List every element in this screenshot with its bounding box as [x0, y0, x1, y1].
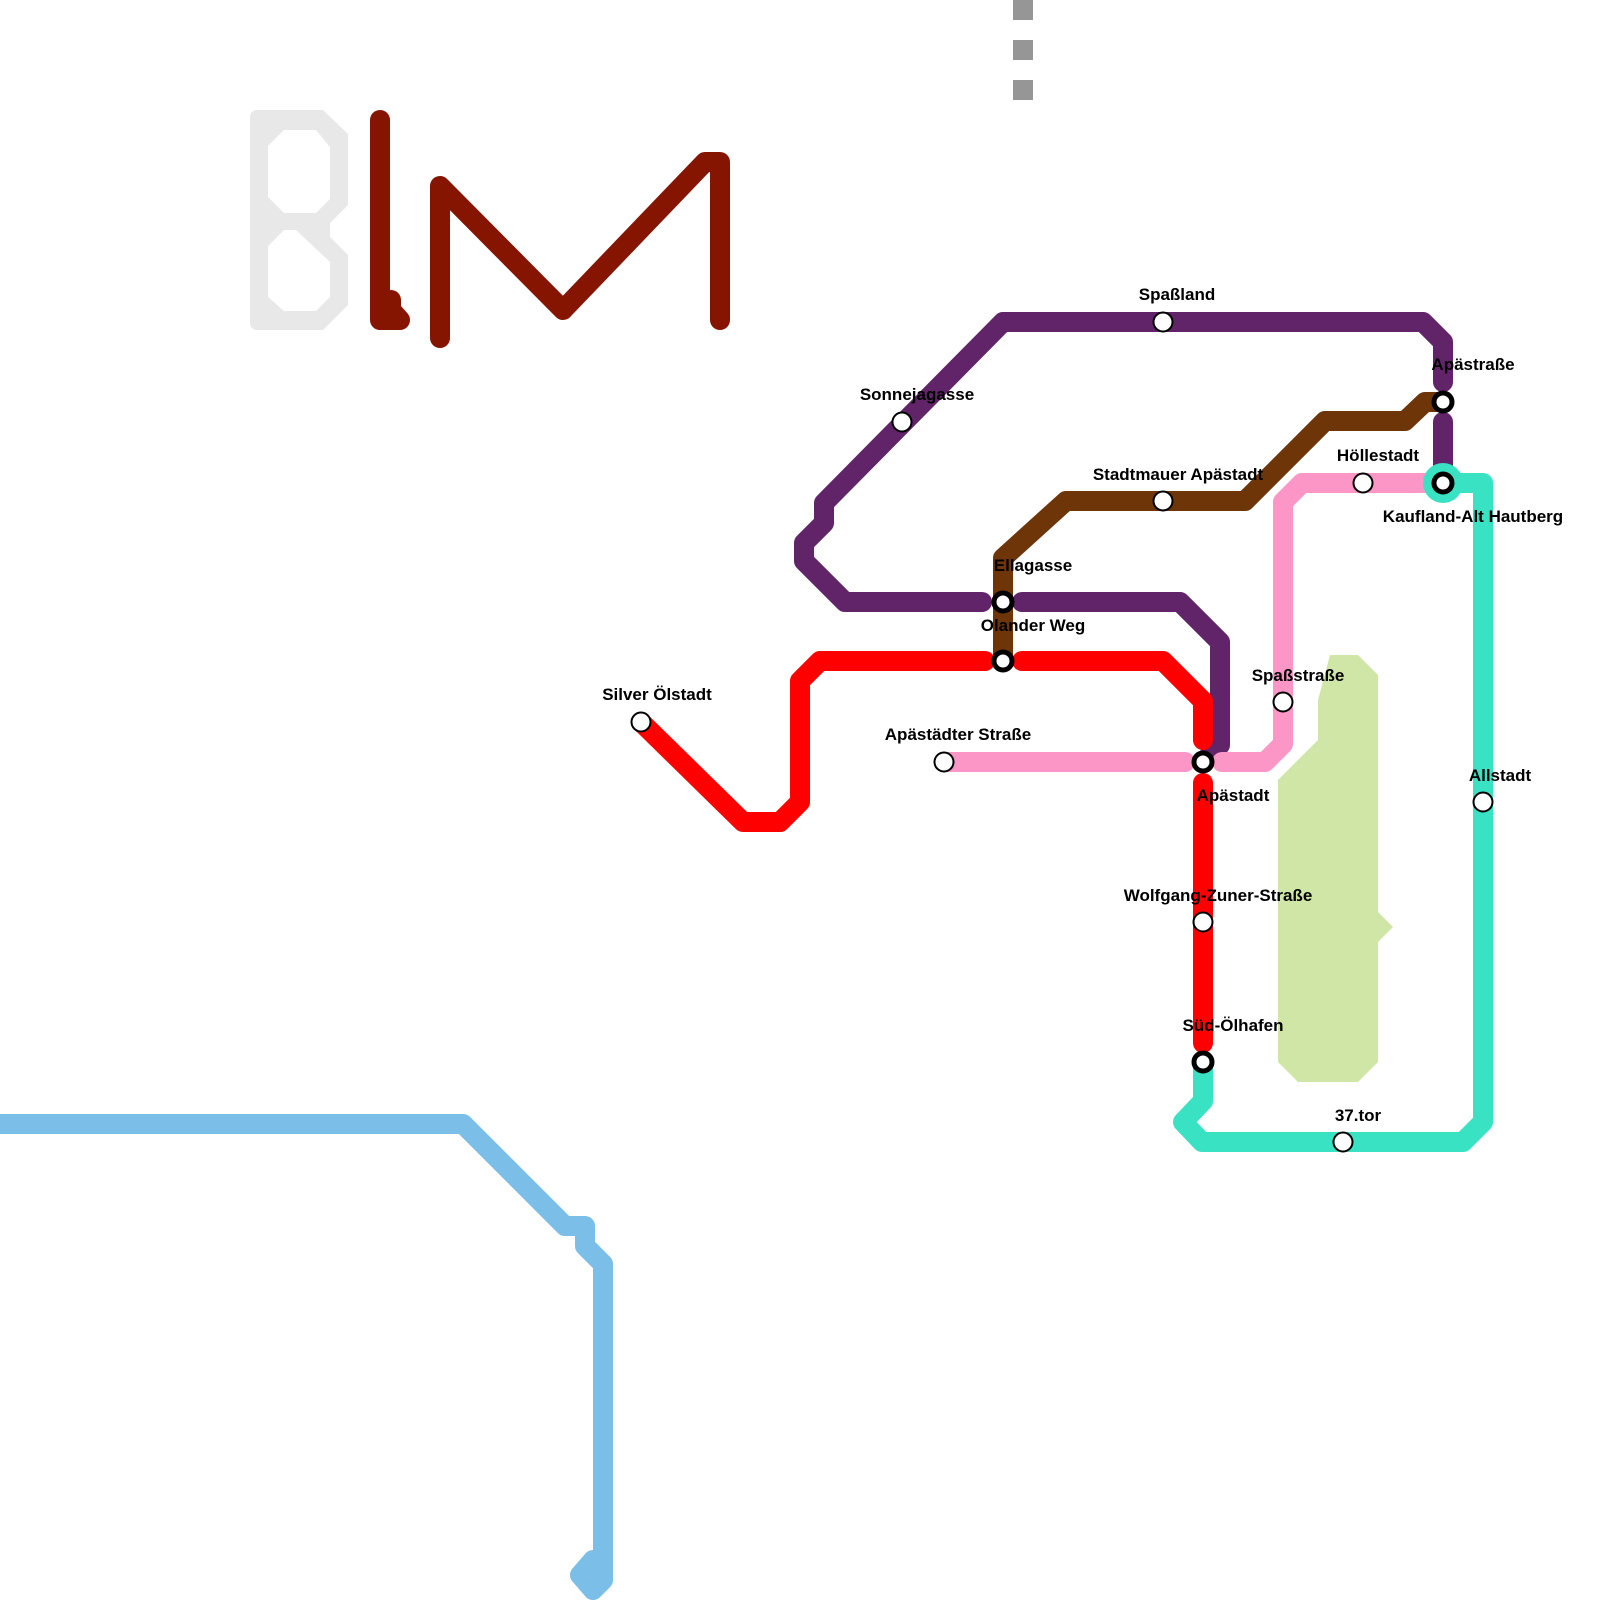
logo-digit-8: [250, 110, 348, 330]
line-light-blue[interactable]: [0, 1114, 613, 1600]
grey-dash: [1013, 80, 1033, 100]
logo-letter-l: [370, 110, 410, 330]
station-apaestrasse[interactable]: Apästraße: [1431, 355, 1515, 414]
line-pink-east[interactable]: [1212, 473, 1453, 772]
line-red[interactable]: [631, 651, 995, 832]
station-label: 37.tor: [1335, 1106, 1382, 1125]
station-marker[interactable]: [1431, 390, 1455, 414]
station-marker[interactable]: [1431, 471, 1455, 495]
station-marker[interactable]: [933, 751, 955, 773]
station-label: Kaufland-Alt Hautberg: [1383, 507, 1563, 526]
station-apaestadt[interactable]: Apästadt: [1191, 750, 1270, 805]
station-stadtmauer-apaestadt[interactable]: Stadtmauer Apästadt: [1093, 465, 1264, 512]
station-label: Apästadt: [1197, 786, 1270, 805]
logo: [250, 110, 730, 348]
station-marker[interactable]: [991, 590, 1015, 614]
station-wolfgang-zuner-strasse[interactable]: Wolfgang-Zuner-Straße: [1124, 886, 1313, 933]
station-label: Stadtmauer Apästadt: [1093, 465, 1264, 484]
station-label: Silver Ölstadt: [602, 685, 712, 704]
station-label: Spaßstraße: [1252, 666, 1345, 685]
grey-dash: [1013, 40, 1033, 60]
station-marker[interactable]: [1192, 911, 1214, 933]
station-label: Höllestadt: [1337, 446, 1420, 465]
station-marker[interactable]: [1152, 490, 1174, 512]
station-37-tor[interactable]: 37.tor: [1332, 1106, 1382, 1153]
station-kaufland-alt-hautberg[interactable]: Kaufland-Alt Hautberg: [1383, 471, 1563, 526]
station-label: Sonnejagasse: [860, 385, 974, 404]
station-hoellestadt[interactable]: Höllestadt: [1337, 446, 1420, 494]
station-allstadt[interactable]: Allstadt: [1469, 766, 1532, 813]
station-marker[interactable]: [1472, 791, 1494, 813]
station-marker[interactable]: [1352, 472, 1374, 494]
station-marker[interactable]: [991, 649, 1015, 673]
grey-dashed-line: [1013, 0, 1033, 100]
station-marker[interactable]: [891, 411, 913, 433]
station-sonnejagasse[interactable]: Sonnejagasse: [860, 385, 974, 433]
station-label: Allstadt: [1469, 766, 1532, 785]
station-marker[interactable]: [1272, 691, 1294, 713]
station-spassstrasse[interactable]: Spaßstraße: [1252, 666, 1345, 713]
station-apaestaedter-strasse[interactable]: Apästädter Straße: [885, 725, 1031, 773]
line-teal[interactable]: [1173, 473, 1493, 1152]
station-marker[interactable]: [1332, 1131, 1354, 1153]
station-silver-oelstadt[interactable]: Silver Ölstadt: [602, 685, 712, 733]
station-marker[interactable]: [630, 711, 652, 733]
station-spassland[interactable]: Spaßland: [1139, 285, 1216, 333]
station-marker[interactable]: [1152, 311, 1174, 333]
station-label: Apästraße: [1431, 355, 1514, 374]
park-area: [1278, 655, 1393, 1082]
station-label: Ellagasse: [994, 556, 1072, 575]
station-label: Spaßland: [1139, 285, 1216, 304]
line-purple-east[interactable]: [1012, 592, 1230, 767]
grey-dash: [1013, 0, 1033, 20]
logo-letter-m: [430, 152, 730, 348]
station-label: Apästädter Straße: [885, 725, 1031, 744]
station-sued-oelhafen[interactable]: Süd-Ölhafen: [1182, 1016, 1284, 1074]
station-label: Süd-Ölhafen: [1182, 1016, 1283, 1035]
line-purple[interactable]: [794, 312, 1453, 612]
station-marker[interactable]: [1191, 1050, 1215, 1074]
station-label: Wolfgang-Zuner-Straße: [1124, 886, 1313, 905]
station-marker[interactable]: [1191, 750, 1215, 774]
station-olander-weg[interactable]: Olander Weg: [981, 616, 1086, 673]
station-ellagasse[interactable]: Ellagasse: [991, 556, 1072, 614]
station-label: Olander Weg: [981, 616, 1086, 635]
line-brown[interactable]: [993, 392, 1453, 671]
line-red-east[interactable]: [1012, 651, 1213, 750]
